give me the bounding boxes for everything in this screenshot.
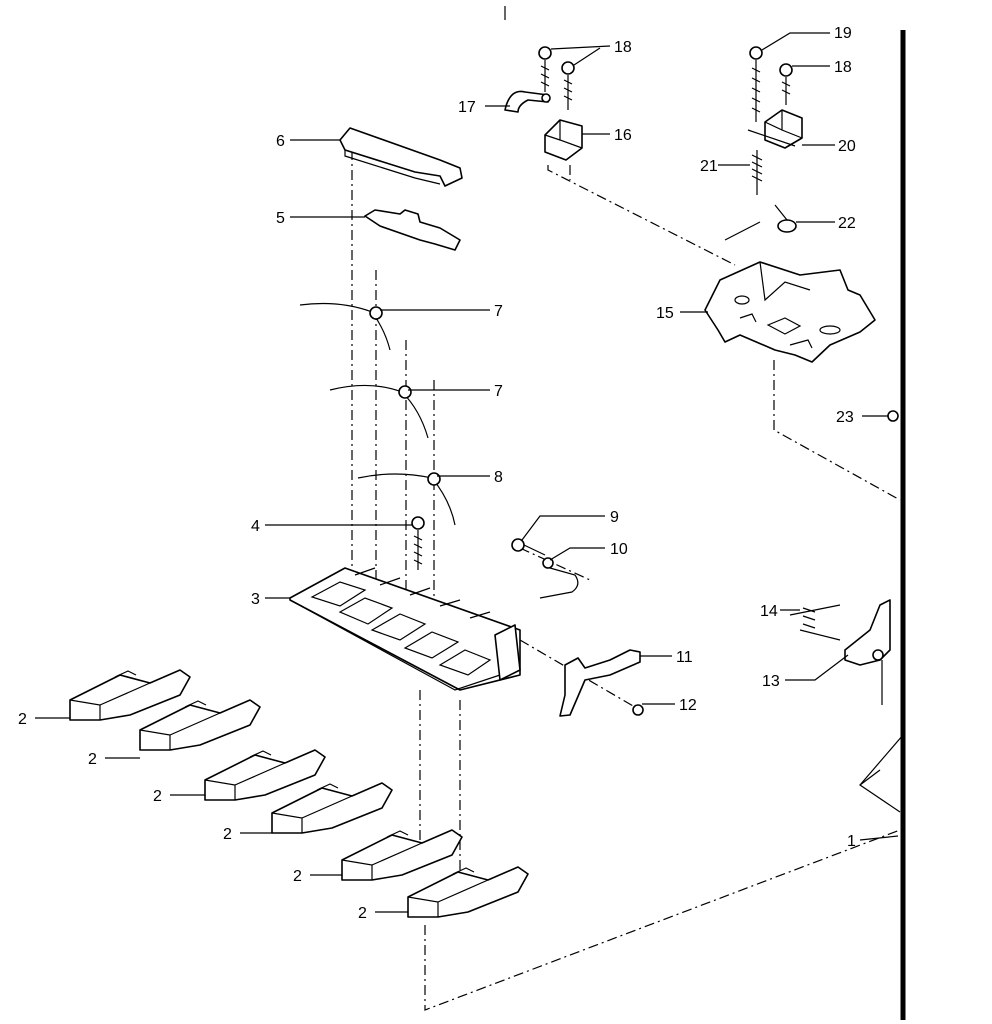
part-3-base-plate [289,567,521,691]
part-14-spring [789,604,841,641]
callout-12: 12 [679,697,697,714]
callout-16: 16 [614,127,632,144]
callout-11: 11 [676,649,693,666]
callout-2: 2 [358,905,367,922]
part-12-washer [632,704,644,716]
callout-18: 18 [614,39,632,56]
callout-14: 14 [760,603,778,620]
callout-2: 2 [18,711,27,728]
callout-2: 2 [153,788,162,805]
part-15-bracket-plate [704,261,876,363]
callout-3: 3 [251,591,260,608]
callout-labels: 1 2 2 2 2 2 2 3 4 5 6 7 7 8 9 10 11 12 1… [18,25,856,922]
part-4-screw [411,516,425,570]
callout-19: 19 [834,25,852,42]
part-22-cap [724,204,797,241]
part-16-holder [544,119,583,161]
part-5-plate [364,209,461,251]
part-18-screw-left [538,46,575,110]
part-11-lever [559,649,641,717]
assembly-leaders [351,150,901,1011]
callout-9: 9 [610,509,619,526]
callout-20: 20 [838,138,856,155]
part-6-bracket [339,127,463,187]
part-13-lever [844,599,891,666]
part-10-spring [539,557,579,599]
callout-8: 8 [494,469,503,486]
callout-15: 15 [656,305,674,322]
callout-10: 10 [610,541,628,558]
callout-1: 1 [847,833,856,850]
callout-21: 21 [700,158,718,175]
part-17-clip [504,90,551,113]
part-20-holder [747,109,803,149]
part-18-screw-right [779,63,793,105]
callout-22: 22 [838,215,856,232]
callout-2: 2 [223,826,232,843]
callout-17: 17 [458,99,476,116]
part-19-screw [749,46,763,122]
callout-2: 2 [88,751,97,768]
callout-leaders [35,32,899,913]
callout-13: 13 [762,673,780,690]
callout-18: 18 [834,59,852,76]
callout-2: 2 [293,868,302,885]
cabinet-frame [504,6,906,1020]
callout-7: 7 [494,303,503,320]
callout-7: 7 [494,383,503,400]
springs-7-8 [299,302,456,526]
part-2-sliders [69,669,529,918]
callout-23: 23 [836,409,854,426]
callout-5: 5 [276,210,285,227]
part-21-spring [751,150,763,195]
part-23-screw [887,410,899,422]
callout-4: 4 [251,518,260,535]
callout-6: 6 [276,133,285,150]
part-9-pin [511,538,546,556]
